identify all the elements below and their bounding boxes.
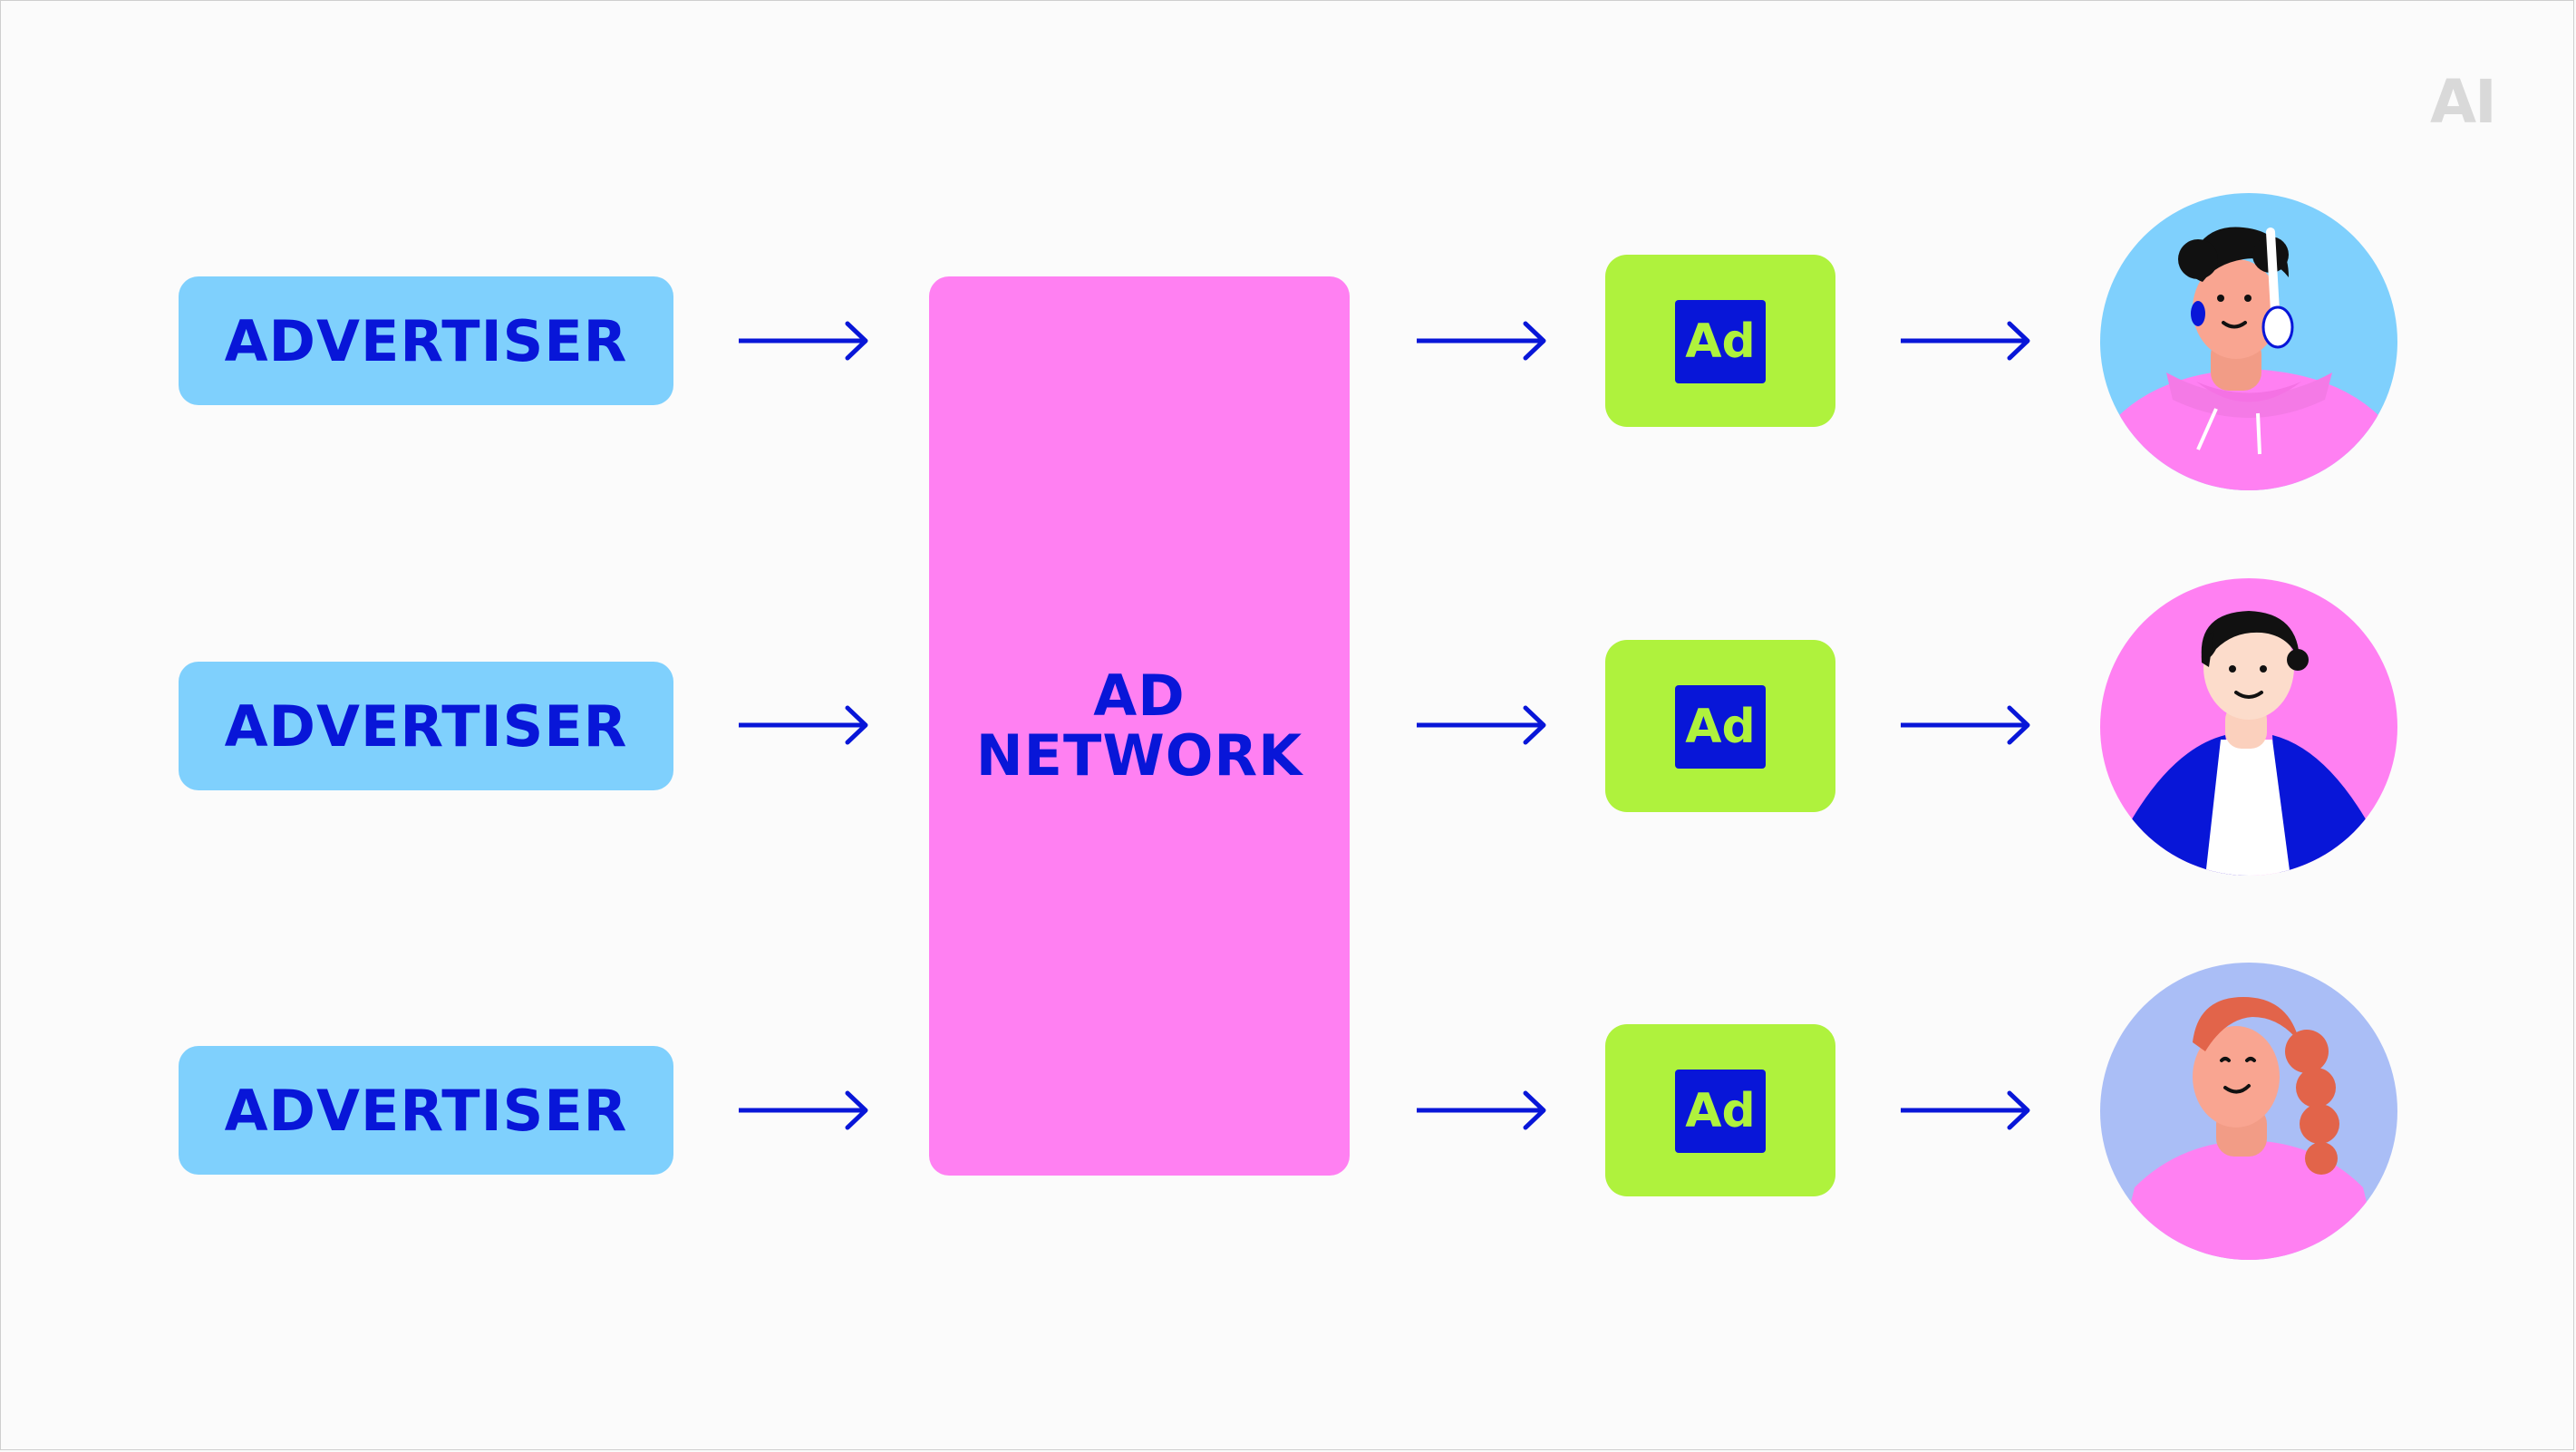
ad-badge: Ad [1675, 1070, 1766, 1153]
ad-card-3: Ad [1605, 1024, 1835, 1196]
advertiser-box-2: ADVERTISER [179, 662, 673, 790]
user-woman-braid-icon [2100, 963, 2397, 1260]
user-with-headphones-icon [2100, 193, 2397, 490]
ad-network-label-line1: AD [1093, 663, 1186, 729]
arrow-right-icon [1901, 321, 2030, 361]
ad-network-box: AD NETWORK [929, 276, 1350, 1176]
ad-card-2: Ad [1605, 640, 1835, 812]
arrow-right-icon [1417, 705, 1546, 745]
ad-card-1: Ad [1605, 255, 1835, 427]
advertiser-box-3: ADVERTISER [179, 1046, 673, 1175]
arrow-right-icon [1901, 1090, 2030, 1130]
ad-badge: Ad [1675, 685, 1766, 769]
ad-badge: Ad [1675, 300, 1766, 383]
arrow-right-icon [739, 1090, 868, 1130]
brand-logo: AI [2430, 67, 2497, 137]
advertiser-box-1: ADVERTISER [179, 276, 673, 405]
ad-network-label-line2: NETWORK [975, 722, 1303, 789]
arrow-right-icon [739, 321, 868, 361]
user-man-blue-jacket-icon [2100, 578, 2397, 876]
arrow-right-icon [739, 705, 868, 745]
arrow-right-icon [1417, 321, 1546, 361]
arrow-right-icon [1901, 705, 2030, 745]
arrow-right-icon [1417, 1090, 1546, 1130]
